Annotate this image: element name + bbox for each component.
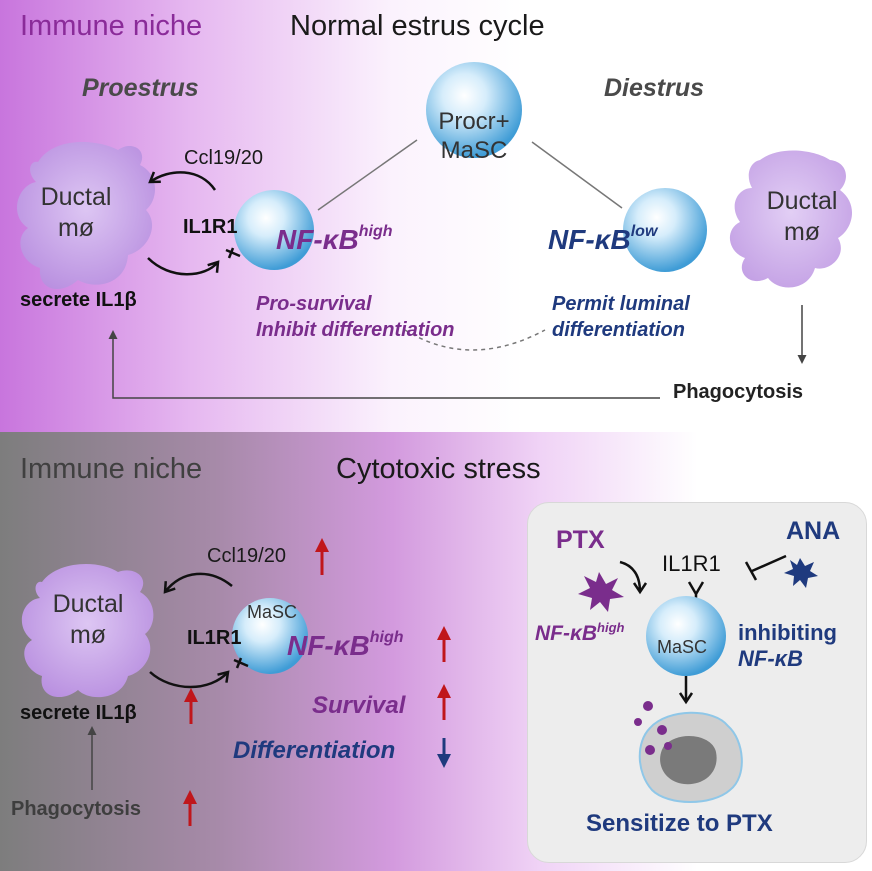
phase-diestrus: Diestrus [604, 74, 705, 102]
masc-ptx-cell [646, 596, 726, 676]
ana-inhibition-bar [744, 561, 758, 581]
macrophage-left-label: Ductal mø [26, 182, 126, 245]
nfkb-increase-icon [437, 626, 451, 662]
phase-proestrus: Proestrus [82, 74, 199, 102]
nfkb-bottom-label: NF-κBhigh [287, 629, 404, 661]
il1r1-label-bottom: IL1R1 [187, 627, 242, 649]
nfkb-ptx-label: NF-κBhigh [535, 620, 625, 645]
top-title: Normal estrus cycle [290, 10, 545, 42]
macrophage-right-label: Ductal mø [752, 186, 852, 249]
secrete-il1b-top: secrete IL1β [20, 289, 137, 311]
macrophage-bottom-label: Ductal mø [38, 589, 138, 652]
nfkb-ptx-main: NF-κB [535, 622, 598, 645]
secrete-increase-icon [184, 688, 198, 724]
nfkb-low-main: NF-κB [548, 224, 631, 255]
ptx-particles [634, 701, 672, 755]
bottom-niche-label: Immune niche [20, 453, 203, 485]
il1r1-label-ptx: IL1R1 [662, 551, 721, 576]
ductal-macrophage-left [16, 141, 156, 290]
ptx-treatment-box [527, 502, 867, 863]
diestrus-desc-line2: differentiation [552, 319, 685, 341]
procr-masc-label: Procr+ MaSC [424, 108, 524, 166]
il1b-arrow-top [147, 257, 218, 276]
phagocytosis-increase-icon [183, 790, 197, 826]
proestrus-description: Pro-survival Inhibit differentiation [256, 291, 455, 343]
il1b-arrow-bottom [149, 672, 228, 689]
nfkb-low-sup: low [630, 223, 658, 240]
ccl-label-top: Ccl19/20 [184, 147, 263, 169]
macrophage-left-line1: Ductal [40, 183, 112, 211]
top-niche-label: Immune niche [20, 10, 203, 42]
inhibiting-label: inhibiting NF-κB [738, 620, 837, 673]
macrophage-right-line1: Ductal [766, 187, 838, 215]
ccl-arrow-bottom [165, 572, 233, 592]
nfkb-ptx-sup: high [597, 620, 625, 635]
masc-bottom-cell [232, 598, 308, 674]
masc-ptx-label: MaSC [657, 637, 708, 657]
survival-increase-icon [437, 684, 451, 720]
ccl-label-bottom: Ccl19/20 [207, 545, 286, 567]
nfkb-high-sup: high [358, 223, 393, 240]
macrophage-right-line2: mø [783, 218, 821, 247]
il1r1-receptor-bottom [233, 657, 249, 669]
ana-drug-icon [784, 558, 818, 588]
macrophage-left-line2: mø [57, 214, 95, 243]
phagocytosis-label-top: Phagocytosis [673, 381, 804, 403]
ptx-arrow [619, 560, 640, 592]
phagocytosis-feedback-arrow [108, 330, 660, 399]
lineage-line-right [531, 141, 623, 209]
masc-nfkb-low-cell [623, 188, 707, 272]
ccl-arrow-top [150, 171, 217, 191]
ptx-drug-icon [578, 572, 624, 612]
ana-label: ANA [786, 517, 841, 545]
sensitize-label: Sensitize to PTX [586, 810, 773, 837]
survival-label: Survival [312, 692, 406, 719]
masc-bottom-label: MaSC [247, 602, 298, 622]
diestrus-desc-line1: Permit luminal [552, 293, 690, 315]
nfkb-high-label: NF-κBhigh [276, 223, 393, 255]
nfkb-bottom-main: NF-κB [287, 630, 370, 661]
lineage-line-left [317, 139, 418, 211]
bottom-title: Cytotoxic stress [336, 453, 541, 485]
secrete-il1b-bottom: secrete IL1β [20, 702, 137, 724]
diestrus-description: Permit luminal differentiation [552, 291, 690, 343]
proestrus-desc-line2: Inhibit differentiation [256, 319, 455, 341]
increase-arrows [183, 538, 451, 826]
ductal-macrophage-bottom [21, 563, 154, 698]
differentiation-decrease-icon [437, 738, 451, 768]
ccl-increase-icon [315, 538, 329, 575]
differentiation-label: Differentiation [233, 737, 396, 764]
ana-inhibition-line [751, 554, 787, 573]
procr-masc-label-line2: MaSC [440, 136, 508, 164]
nfkb-bottom-sup: high [369, 629, 404, 646]
nfkb-high-main: NF-κB [276, 224, 359, 255]
il1r1-receptor-top [225, 247, 241, 259]
macrophage-bottom-line2: mø [69, 621, 107, 650]
inhibiting-line2: NF-κB [738, 646, 803, 672]
procr-masc-cell [426, 62, 522, 158]
ptx-label: PTX [556, 526, 605, 554]
inhibiting-line1: inhibiting [738, 620, 837, 645]
procr-masc-label-line1: Procr+ [438, 108, 510, 135]
dashed-transition-arc [404, 329, 546, 351]
ductal-macrophage-right [729, 150, 853, 288]
phagocytosis-label-bottom: Phagocytosis [11, 798, 142, 820]
il1r1-label-top: IL1R1 [183, 216, 238, 238]
masc-nfkb-high-cell [234, 190, 314, 270]
macrophage-bottom-line1: Ductal [52, 590, 124, 618]
apoptotic-nucleus [660, 735, 717, 785]
nfkb-low-label: NF-κBlow [548, 223, 658, 255]
proestrus-desc-line1: Pro-survival [256, 293, 372, 315]
